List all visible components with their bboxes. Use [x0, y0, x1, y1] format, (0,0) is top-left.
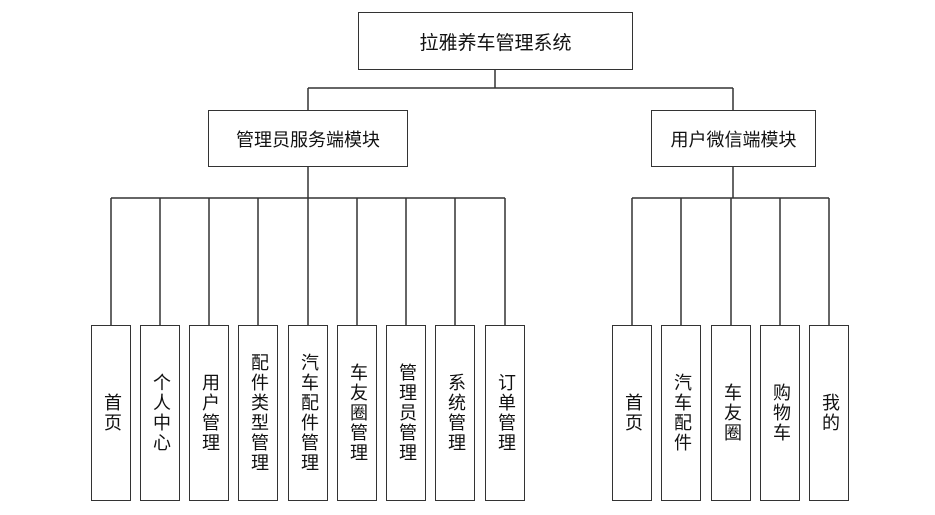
leaf-admin-order-management: 订单管理: [485, 325, 525, 501]
leaf-label: 个人中心: [150, 373, 171, 453]
root-label: 拉雅养车管理系统: [419, 31, 572, 54]
leaf-label: 汽车配件: [671, 373, 692, 453]
leaf-admin-car-parts-management: 汽车配件管理: [288, 325, 328, 501]
leaf-label: 系统管理: [445, 373, 466, 453]
leaf-label: 首页: [622, 393, 643, 433]
leaf-admin-system-management: 系统管理: [435, 325, 475, 501]
admin-module-node: 管理员服务端模块: [208, 110, 408, 167]
leaf-user-car-parts: 汽车配件: [661, 325, 701, 501]
leaf-user-cart: 购物车: [760, 325, 800, 501]
leaf-label: 管理员管理: [396, 363, 417, 463]
leaf-admin-home: 首页: [91, 325, 131, 501]
leaf-user-car-circle: 车友圈: [711, 325, 751, 501]
leaf-user-home: 首页: [612, 325, 652, 501]
leaf-label: 订单管理: [495, 373, 516, 453]
admin-module-label: 管理员服务端模块: [236, 129, 380, 151]
root-node: 拉雅养车管理系统: [358, 12, 633, 70]
leaf-admin-personal-center: 个人中心: [140, 325, 180, 501]
leaf-label: 首页: [101, 393, 122, 433]
user-module-node: 用户微信端模块: [651, 110, 816, 167]
user-module-label: 用户微信端模块: [670, 129, 797, 151]
leaf-label: 购物车: [770, 383, 791, 443]
leaf-admin-user-management: 用户管理: [189, 325, 229, 501]
leaf-label: 用户管理: [199, 373, 220, 453]
leaf-admin-part-type-management: 配件类型管理: [238, 325, 278, 501]
leaf-label: 配件类型管理: [248, 353, 269, 473]
leaf-admin-car-circle-management: 车友圈管理: [337, 325, 377, 501]
leaf-label: 汽车配件管理: [298, 353, 319, 473]
leaf-label: 车友圈: [721, 383, 742, 443]
leaf-user-mine: 我的: [809, 325, 849, 501]
leaf-label: 车友圈管理: [347, 363, 368, 463]
leaf-admin-administrator-management: 管理员管理: [386, 325, 426, 501]
leaf-label: 我的: [819, 393, 840, 433]
